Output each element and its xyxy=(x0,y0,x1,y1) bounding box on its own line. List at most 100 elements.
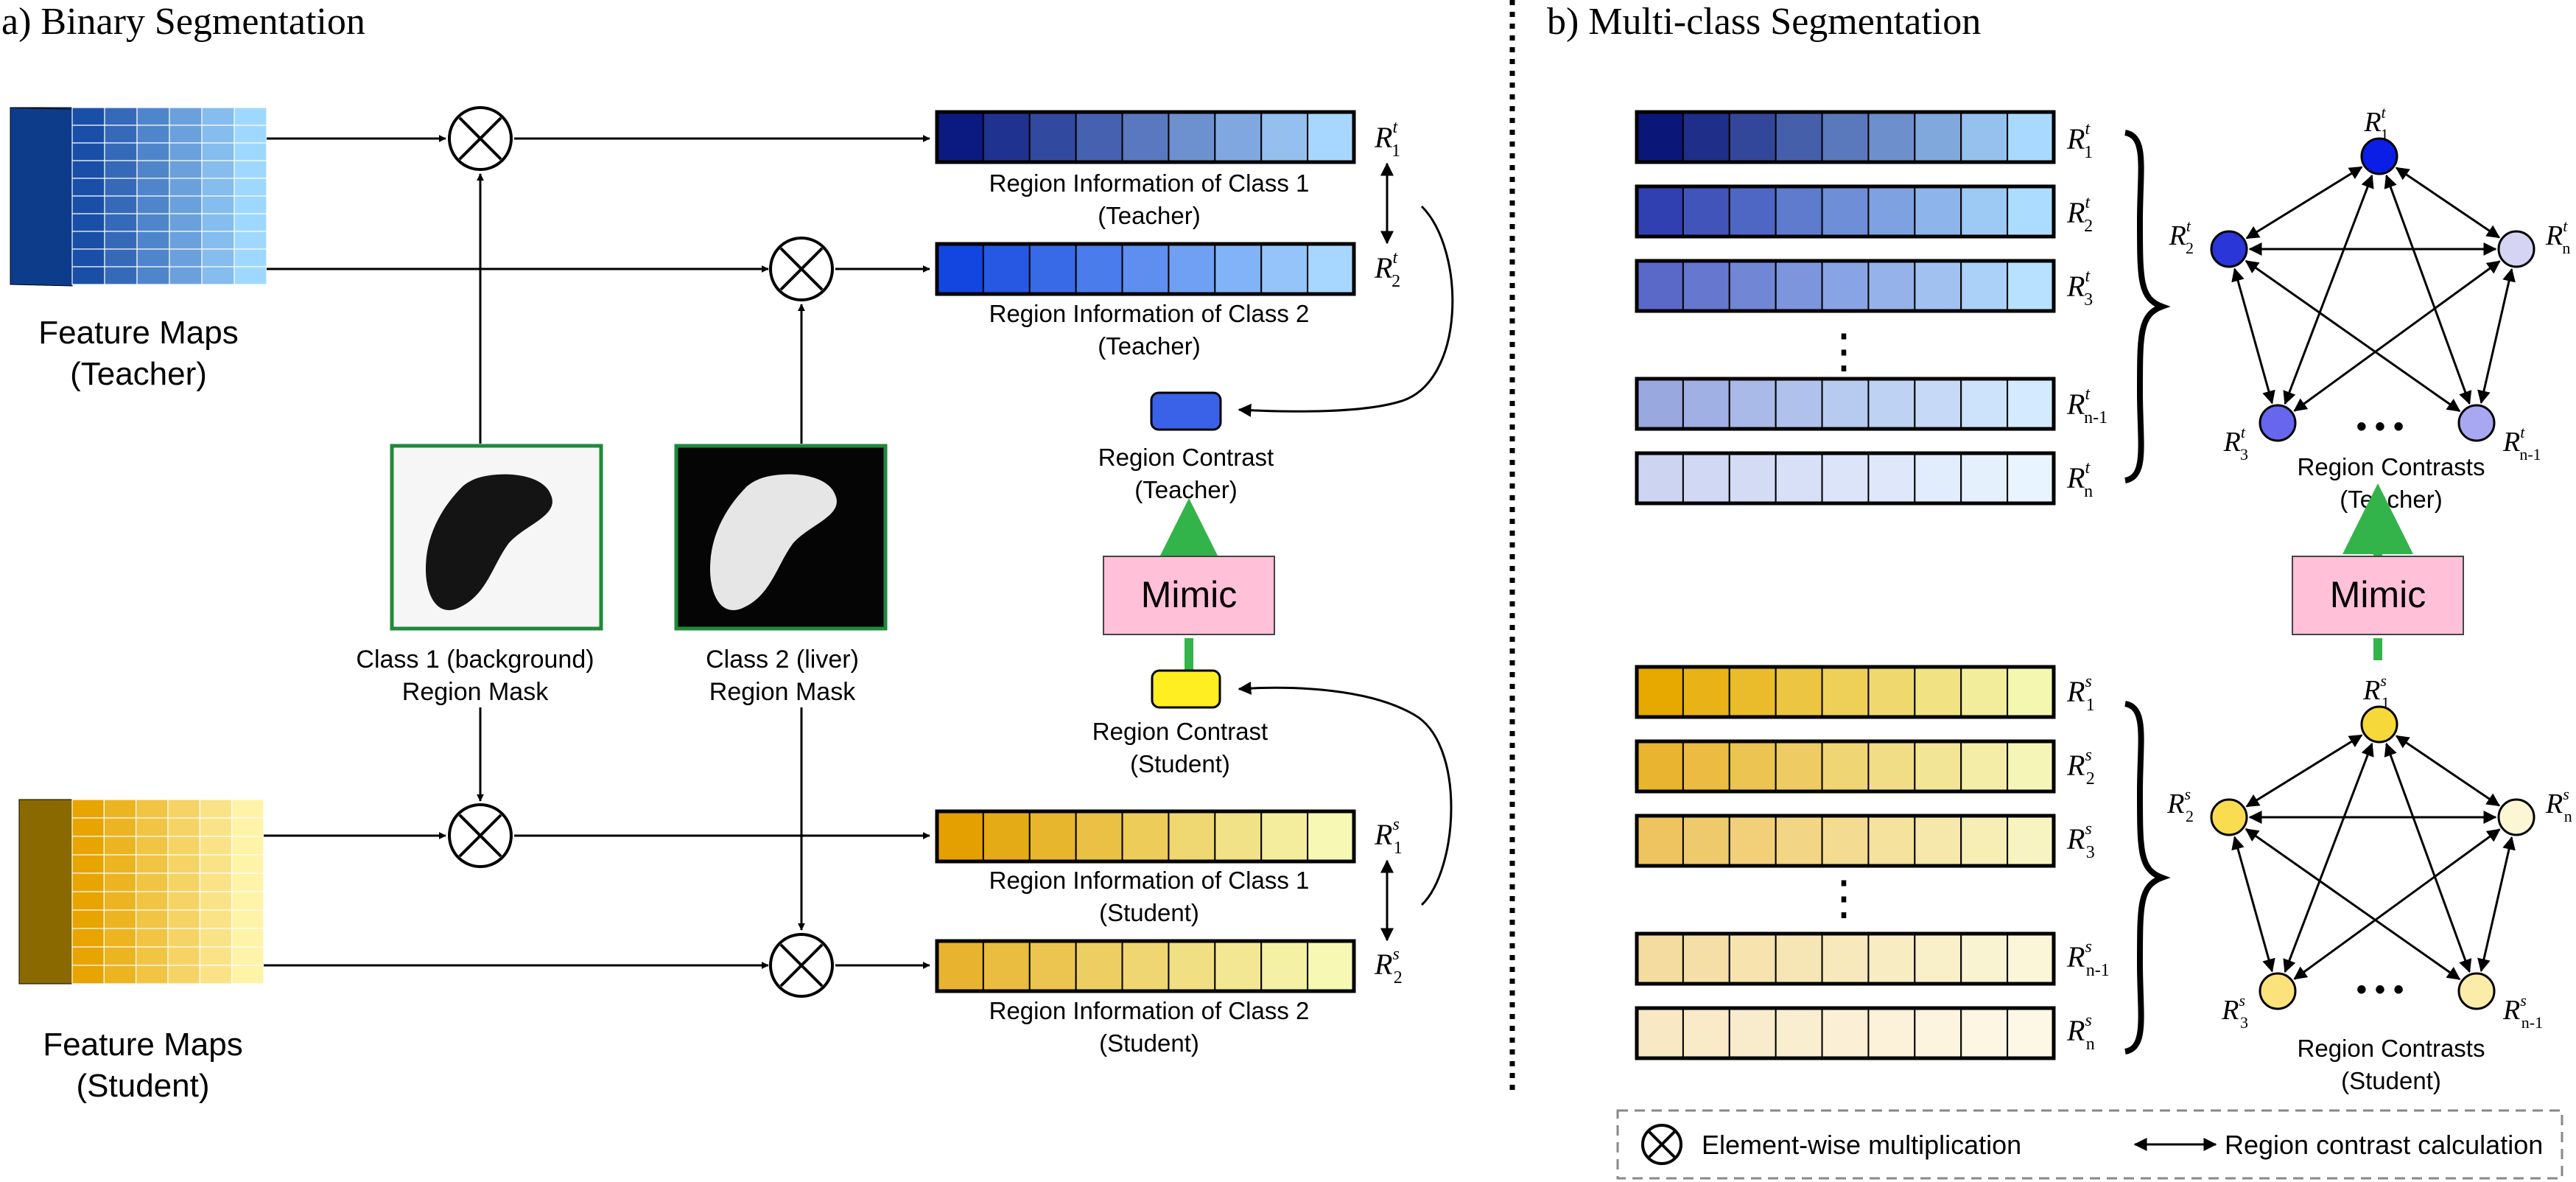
student-region-bar-1 xyxy=(1635,665,2056,719)
contrast-edge xyxy=(2245,828,2461,981)
cube-cell xyxy=(167,817,200,837)
bar-cell xyxy=(1728,1007,1777,1059)
cube-cell xyxy=(136,909,169,929)
bar-cell xyxy=(1775,666,1823,718)
teacher-features-label-1: Feature Maps xyxy=(38,315,238,351)
bar-cell xyxy=(982,111,1031,163)
liver-shape-light xyxy=(710,474,837,610)
cube-cell xyxy=(136,195,170,214)
cube-cell xyxy=(169,142,203,161)
bar-cell xyxy=(1214,243,1263,295)
cube-cell xyxy=(103,817,137,837)
bar-cell xyxy=(2007,111,2054,163)
cube-cell xyxy=(169,248,203,267)
contrast-edge xyxy=(2231,836,2275,973)
bar-cell xyxy=(1682,111,1730,163)
bar-cell xyxy=(1075,811,1123,862)
bar-cell xyxy=(1307,243,1355,295)
graph-teacher-label-1: Region Contrasts xyxy=(2298,453,2485,480)
student-region-bar-2 xyxy=(1635,739,2056,794)
bar-cell xyxy=(1682,933,1730,985)
panel-a-title: a) Binary Segmentation xyxy=(1,1,365,43)
cube-cell xyxy=(136,817,169,837)
cube-cell xyxy=(104,160,138,179)
bar-cell xyxy=(982,243,1031,295)
bar-cell xyxy=(1636,186,1684,237)
bar-cell xyxy=(1636,111,1684,163)
cube-cell xyxy=(231,854,264,874)
cube-cell xyxy=(136,107,170,126)
bar-cell xyxy=(1867,666,1916,718)
student-features-label-2: (Student) xyxy=(77,1068,210,1104)
bar-cell xyxy=(1960,741,2009,792)
cube-cell xyxy=(169,125,203,144)
cube-cell xyxy=(103,909,137,929)
cube-cell xyxy=(169,195,203,214)
cube-cell xyxy=(169,231,203,250)
bar-cell xyxy=(1075,111,1123,163)
cube-cell xyxy=(71,928,105,948)
cube-cell xyxy=(169,213,203,232)
bar-cell xyxy=(1682,1007,1730,1059)
cube-cell xyxy=(231,836,264,856)
cube-cell xyxy=(71,854,105,874)
bar-cell xyxy=(2007,741,2054,792)
legend-multiply-label: Element-wise multiplication xyxy=(1702,1130,2021,1160)
bar-cell xyxy=(2007,452,2054,504)
region-node xyxy=(2259,972,2297,1010)
student-vertical-ellipsis: ⋮ xyxy=(1820,871,1867,924)
teacher-feature-maps-cube xyxy=(10,107,267,287)
cube-cell xyxy=(199,965,233,985)
cube-cell xyxy=(71,891,105,911)
bar-cell xyxy=(1214,940,1263,992)
cube-cell xyxy=(136,946,169,966)
student-contrast-label-2: (Student) xyxy=(1130,750,1230,777)
bar-cell xyxy=(1682,666,1730,718)
cube-cell xyxy=(234,160,267,179)
bar-cell xyxy=(1728,933,1777,985)
cube-cell xyxy=(71,946,105,966)
bar-outline xyxy=(935,242,1356,296)
bar-cell xyxy=(1728,186,1777,237)
teacher-region-bar-2 xyxy=(1635,184,2056,239)
cube-cell xyxy=(167,836,200,856)
cube-cell xyxy=(234,178,267,197)
cube-cell xyxy=(201,142,235,161)
cube-cell xyxy=(234,266,267,285)
teacher-contrast-label-1: Region Contrast xyxy=(1098,444,1274,471)
bar-cell xyxy=(1636,933,1684,985)
cube-cell xyxy=(136,248,170,267)
bar2-label-2: (Teacher) xyxy=(1098,332,1200,360)
bar-cell xyxy=(1960,1007,2009,1059)
bar-cell xyxy=(2007,260,2054,312)
cube-cell xyxy=(71,125,105,144)
multiply-ops xyxy=(448,106,834,998)
cube-cell xyxy=(201,231,235,250)
bar-outline xyxy=(1635,259,2056,313)
bar-cell xyxy=(1682,815,1730,867)
bar-cell xyxy=(1307,940,1355,992)
cube-cell xyxy=(167,891,200,911)
cube-cell xyxy=(234,195,267,214)
cube-cell xyxy=(201,266,235,285)
cube-cell xyxy=(103,946,137,966)
bar-cell xyxy=(1636,452,1684,504)
cube-cell xyxy=(199,946,233,966)
cube-cell xyxy=(104,266,138,285)
contrast-edge xyxy=(2231,267,2275,405)
contrast-edge xyxy=(2395,167,2501,239)
bar-outline xyxy=(1635,377,2056,431)
bar-cell xyxy=(2007,186,2054,237)
contrast-edge xyxy=(2283,174,2374,405)
teacher-region-bar-3 xyxy=(1635,259,2056,313)
bar4-label-1: Region Information of Class 2 xyxy=(989,997,1310,1024)
